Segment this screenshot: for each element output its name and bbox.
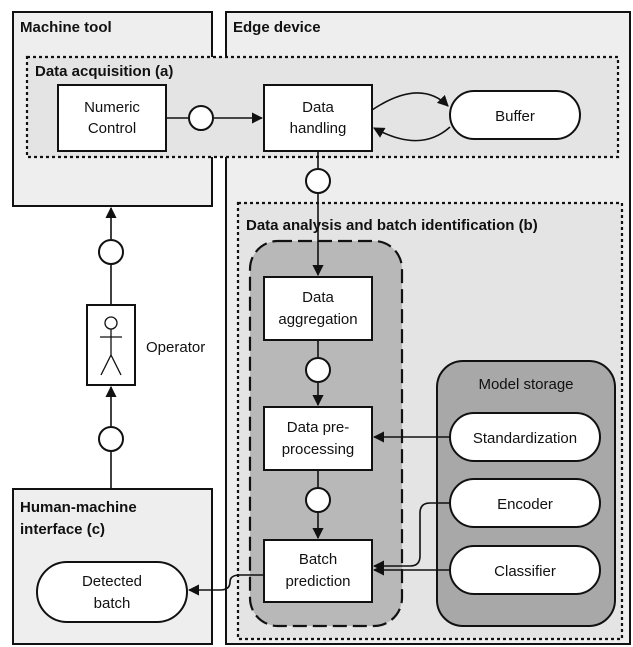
model-storage-title: Model storage — [478, 376, 573, 393]
svg-text:Data: Data — [302, 99, 334, 116]
numeric-control-box: Numeric Control — [57, 84, 167, 152]
interface-circles — [98, 105, 331, 513]
svg-text:Numeric: Numeric — [84, 99, 140, 116]
svg-text:Control: Control — [88, 120, 136, 137]
svg-text:Encoder: Encoder — [497, 496, 553, 513]
interface-circle — [305, 357, 331, 383]
interface-circle — [98, 239, 124, 265]
svg-text:batch: batch — [94, 595, 131, 612]
data-analysis-title: Data analysis and batch identification (… — [246, 217, 538, 234]
svg-text:aggregation: aggregation — [278, 311, 357, 328]
operator-box: Operator — [86, 304, 205, 386]
operator-label: Operator — [146, 339, 205, 356]
svg-text:Batch: Batch — [299, 551, 337, 568]
encoder-box: Encoder — [449, 478, 601, 528]
interface-circle — [188, 105, 214, 131]
data-preprocessing-box: Data pre- processing — [263, 406, 373, 471]
svg-text:Detected: Detected — [82, 573, 142, 590]
svg-text:Buffer: Buffer — [495, 108, 535, 125]
buffer-box: Buffer — [449, 90, 581, 140]
svg-text:prediction: prediction — [285, 573, 350, 590]
svg-text:processing: processing — [282, 441, 355, 458]
stick-figure-icon — [100, 316, 122, 376]
data-handling-box: Data handling — [263, 84, 373, 152]
interface-circle — [305, 168, 331, 194]
data-aggregation-box: Data aggregation — [263, 276, 373, 341]
connectors — [105, 92, 451, 596]
batch-prediction-box: Batch prediction — [263, 539, 373, 603]
machine-tool-title: Machine tool — [20, 19, 112, 36]
detected-batch-box: Detected batch — [36, 561, 188, 623]
edge-device-title: Edge device — [233, 19, 321, 36]
standardization-box: Standardization — [449, 412, 601, 462]
classifier-box: Classifier — [449, 545, 601, 595]
interface-circle — [305, 487, 331, 513]
svg-text:Classifier: Classifier — [494, 563, 556, 580]
svg-text:Data: Data — [302, 289, 334, 306]
svg-text:Standardization: Standardization — [473, 430, 577, 447]
hmi-title-line-2: interface (c) — [20, 521, 105, 538]
interface-circle — [98, 426, 124, 452]
svg-text:handling: handling — [290, 120, 347, 137]
svg-text:Data pre-: Data pre- — [287, 419, 350, 436]
data-acquisition-title: Data acquisition (a) — [35, 63, 173, 80]
hmi-title-line-1: Human-machine — [20, 499, 137, 516]
